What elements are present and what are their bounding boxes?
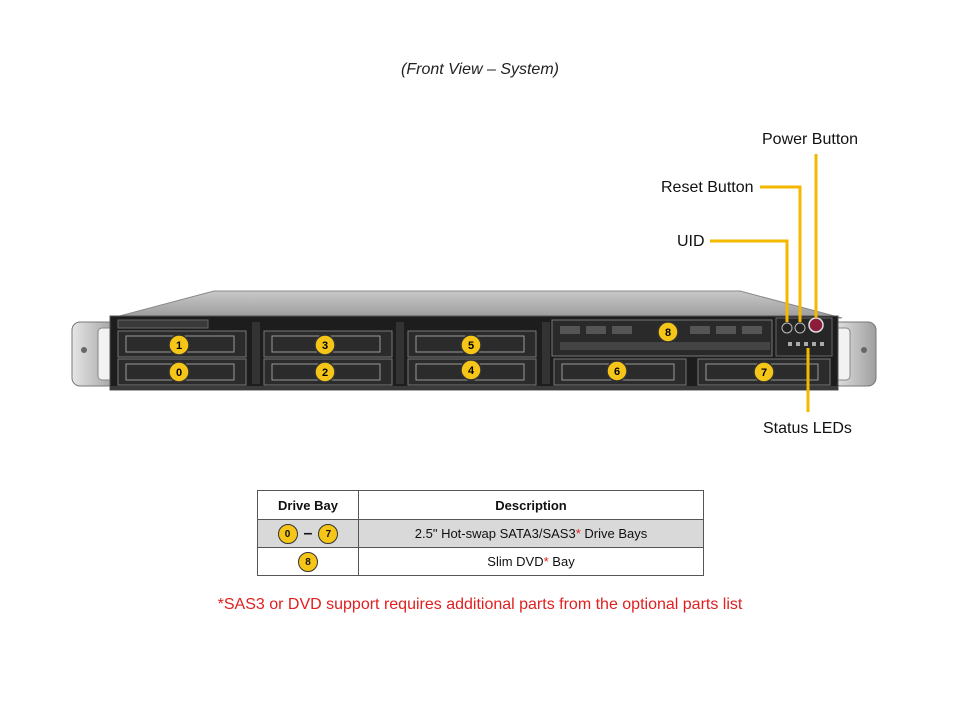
uid-label: UID	[677, 233, 705, 250]
bay-badge-1: 1	[168, 334, 190, 356]
bay-badge-7-table: 7	[318, 523, 339, 544]
svg-text:3: 3	[322, 340, 328, 352]
svg-text:1: 1	[176, 340, 182, 352]
description-text: 2.5" Hot-swap SATA3/SAS3	[414, 526, 576, 541]
table-row: 8 Slim DVD* Bay	[257, 547, 704, 576]
bay-badge-8-table: 8	[298, 551, 318, 572]
footnote: *SAS3 or DVD support requires additional…	[217, 596, 743, 613]
table-row: 0–7 2.5" Hot-swap SATA3/SAS3* Drive Bays	[257, 519, 704, 548]
bay-badge-0-table: 0	[277, 523, 298, 544]
bay-badge-8: 8	[657, 321, 679, 343]
bay-badge-5: 5	[460, 334, 482, 356]
description-text-suffix: Drive Bays	[580, 526, 648, 541]
svg-text:0: 0	[176, 367, 182, 379]
power-button-label: Power Button	[762, 131, 859, 148]
callout-lines	[710, 154, 818, 412]
bay-badge-2: 2	[314, 361, 336, 383]
description-cell: Slim DVD* Bay	[358, 547, 704, 576]
left-rack-ear	[71, 321, 117, 387]
svg-text:7: 7	[761, 367, 767, 379]
power-button[interactable]	[808, 317, 824, 333]
drive-bay-range-cell: 0–7	[257, 519, 359, 548]
header-description: Description	[358, 490, 704, 520]
svg-text:8: 8	[665, 327, 671, 339]
drive-bay-cell: 8	[257, 547, 359, 576]
svg-text:4: 4	[468, 365, 475, 377]
chassis-top-cover	[111, 290, 843, 319]
svg-text:2: 2	[322, 367, 328, 379]
figure-caption: (Front View – System)	[401, 61, 559, 78]
bay-badge-0: 0	[168, 361, 190, 383]
table-header-row: Drive Bay Description	[257, 490, 704, 520]
svg-text:5: 5	[468, 340, 474, 352]
control-panel	[775, 317, 833, 357]
uid-button[interactable]	[781, 322, 793, 334]
description-cell: 2.5" Hot-swap SATA3/SAS3* Drive Bays	[358, 519, 704, 548]
uid-callout-line	[710, 239, 789, 322]
range-dash: –	[303, 524, 313, 542]
bay-badge-3: 3	[314, 334, 336, 356]
reset-button[interactable]	[794, 322, 806, 334]
bay-badge-6: 6	[606, 360, 628, 382]
status-leds	[788, 342, 824, 346]
footnote-star: *	[575, 526, 581, 541]
reset-button-label: Reset Button	[661, 179, 754, 196]
header-drive-bay: Drive Bay	[257, 490, 359, 520]
status-leds-label: Status LEDs	[763, 420, 852, 437]
bay-badge-7: 7	[753, 361, 775, 383]
reset-callout-line	[760, 185, 802, 322]
right-rack-ear	[831, 321, 877, 387]
footnote-star: *	[543, 554, 549, 569]
bay-badge-4: 4	[460, 359, 482, 381]
svg-text:6: 6	[614, 366, 620, 378]
drive-bay-table: Drive Bay Description 0–7 2.5" Hot-swap …	[257, 490, 704, 576]
description-text: Slim DVD	[487, 554, 544, 569]
description-text-suffix: Bay	[548, 554, 575, 569]
